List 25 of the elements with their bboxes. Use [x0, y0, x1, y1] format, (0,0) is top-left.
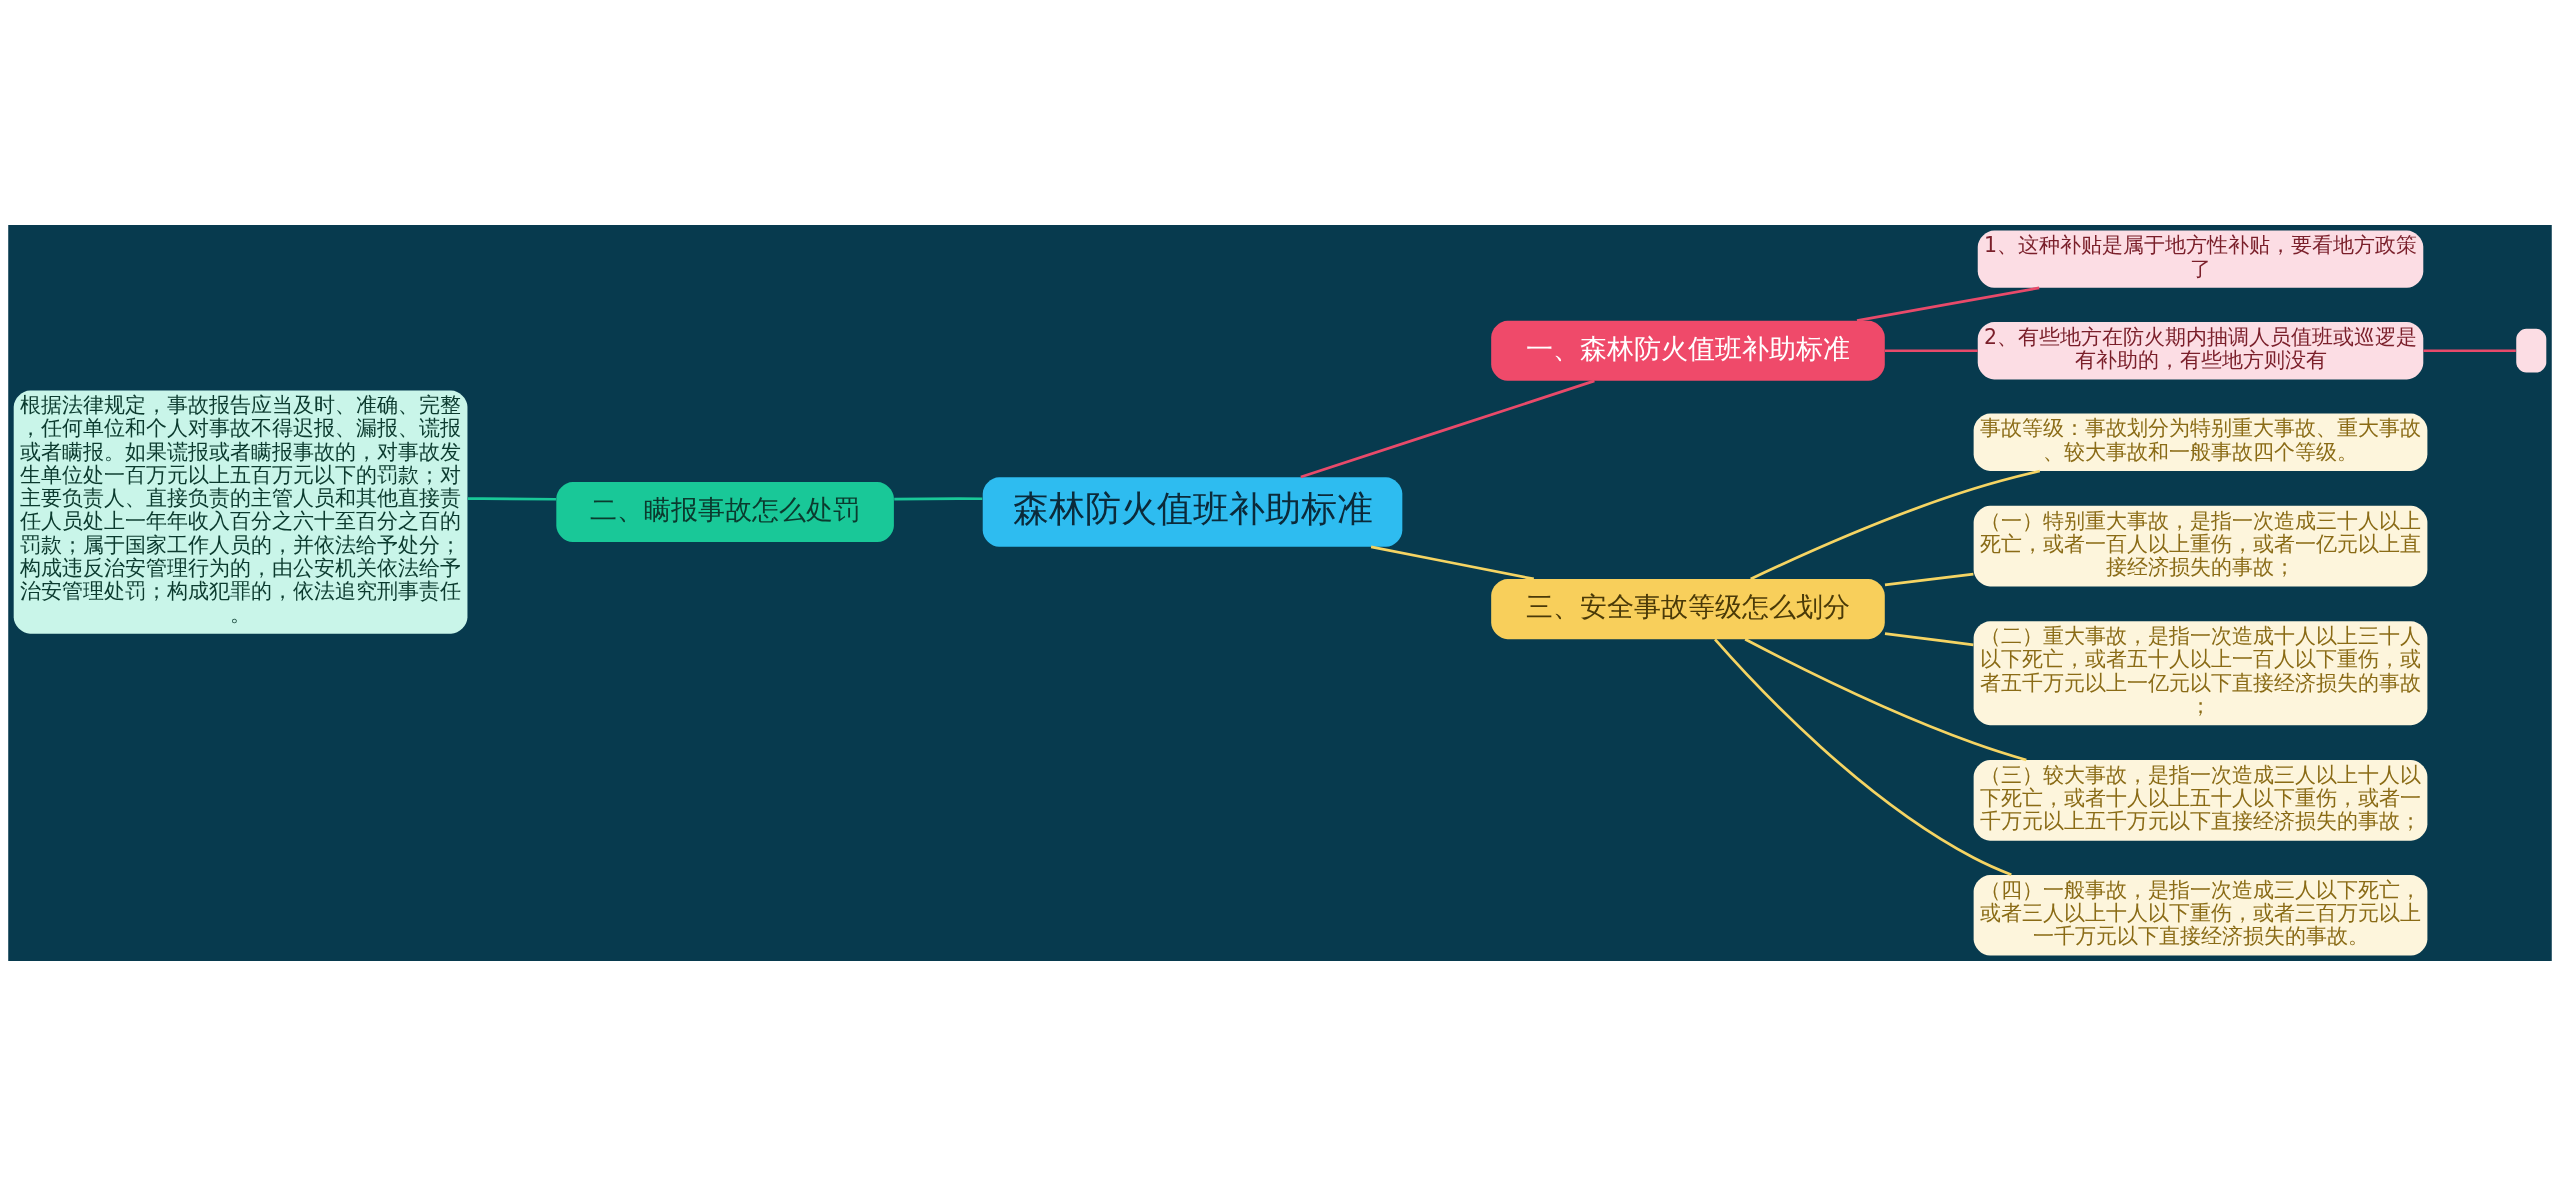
connector — [467, 497, 556, 501]
node-box: 一、森林防火值班补助标准 — [1491, 320, 1885, 381]
connector — [1300, 379, 1595, 479]
node-box: 三、安全事故等级怎么划分 — [1491, 579, 1885, 640]
node-box: 二、瞒报事故怎么处罚 — [556, 481, 894, 543]
node-box: （一）特别重大事故，是指一次造成三十人以上死亡，或者一百人以上重伤，或者一亿元以上直接经济损失的事故； — [1973, 505, 2428, 587]
node-box: 根据法律规定，事故报告应当及时、准确、完整，任何单位和个人对事故不得迟报、漏报、谎报或者瞒报。如果谎报或者瞒报事故的，对事故发生单位处一百万元以上五百万元以下的罚款；对主要负责人、直接负责的主管人员和其他直接责任人员处上一年年收入百分之六十至百分之百的罚款；属于国家工作人员的，并依法给予处分；构成违反治安管理行为的，由公安机关依法给予治安管理处罚；构成犯罪的，依法追究刑事责任。 — [13, 390, 468, 634]
connector — [1884, 632, 1974, 647]
node-box — [2516, 328, 2547, 373]
node-box: 事故等级：事故划分为特别重大事故、重大事故、较大事故和一般事故四个等级。 — [1973, 413, 2428, 471]
connector — [1370, 545, 1535, 581]
connector — [1714, 638, 2012, 877]
connector — [1750, 469, 2041, 581]
connector — [1884, 572, 1974, 587]
node-box: （四）一般事故，是指一次造成三人以下死亡，或者三人以上十人以下重伤，或者三百万元以上一千万元以下直接经济损失的事故。 — [1973, 874, 2428, 956]
connector — [2423, 349, 2516, 353]
node-box: （二）重大事故，是指一次造成十人以上三十人以下死亡，或者五十人以上一百人以下重伤，或者五千万元以上一亿元以下直接经济损失的事故； — [1973, 621, 2428, 726]
node-box: 森林防火值班补助标准 — [982, 477, 1403, 547]
node-box: （三）较大事故，是指一次造成三人以上十人以下死亡，或者十人以上五十人以下重伤，或者一千万元以上五千万元以下直接经济损失的事故； — [1973, 760, 2428, 841]
connector — [1885, 349, 1978, 353]
connector — [1856, 286, 2040, 322]
node-box: 1、这种补贴是属于地方性补贴，要看地方政策了 — [1977, 230, 2424, 288]
connector — [1744, 638, 2027, 762]
connector — [894, 497, 983, 501]
node-box: 2、有些地方在防火期内抽调人员值班或巡逻是有补助的，有些地方则没有 — [1977, 322, 2424, 380]
